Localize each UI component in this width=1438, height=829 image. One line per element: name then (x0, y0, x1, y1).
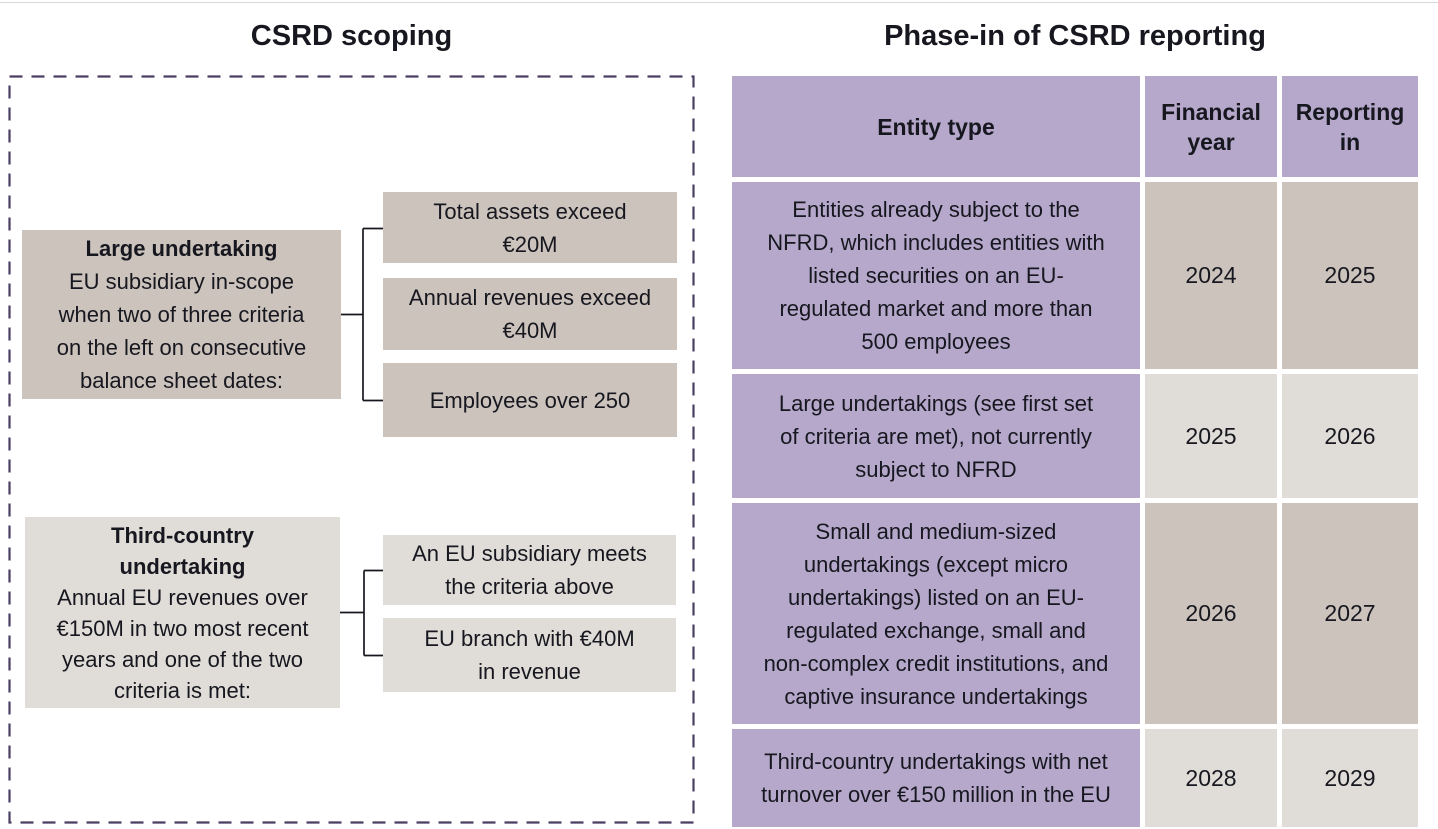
third-country-heading: Third-country undertaking (111, 522, 254, 579)
top-divider-line (0, 2, 1438, 3)
table-row-3-entity-type: Small and medium-sized undertakings (exc… (732, 503, 1140, 724)
criterion-total-assets-box: Total assets exceed €20M (383, 192, 677, 263)
column-header-entity-type: Entity type (732, 76, 1140, 177)
column-header-financial-year: Financial year (1145, 76, 1277, 177)
criterion-eu-subsidiary-box: An EU subsidiary meets the criteria abov… (383, 535, 676, 605)
third-country-body: Annual EU revenues over €150M in two mos… (56, 584, 309, 703)
table-row-2-reporting-in: 2026 (1282, 374, 1418, 498)
third-country-undertaking-box: Third-country undertaking Annual EU reve… (25, 517, 340, 708)
criterion-employees-box: Employees over 250 (383, 363, 677, 437)
table-row-1-financial-year: 2024 (1145, 182, 1277, 369)
csrd-scoping-title: CSRD scoping (250, 20, 453, 52)
large-undertaking-bracket (341, 227, 383, 402)
third-country-bracket (340, 569, 383, 657)
phase-in-title: Phase-in of CSRD reporting (884, 20, 1266, 52)
table-row-1-reporting-in: 2025 (1282, 182, 1418, 369)
scoping-dashed-border (8, 75, 695, 824)
criterion-annual-revenues-box: Annual revenues exceed €40M (383, 278, 677, 350)
table-row-2-entity-type: Large undertakings (see first set of cri… (732, 374, 1140, 498)
column-header-reporting-in: Reporting in (1282, 76, 1418, 177)
phase-in-table: Entity type Financial year Reporting in … (732, 76, 1418, 827)
table-row-2-financial-year: 2025 (1145, 374, 1277, 498)
table-row-4-entity-type: Third-country undertakings with net turn… (732, 729, 1140, 827)
table-row-4-reporting-in: 2029 (1282, 729, 1418, 827)
table-row-3-reporting-in: 2027 (1282, 503, 1418, 724)
table-row-4-financial-year: 2028 (1145, 729, 1277, 827)
large-undertaking-heading: Large undertaking (85, 236, 278, 261)
table-row-1-entity-type: Entities already subject to the NFRD, wh… (732, 182, 1140, 369)
table-row-3-financial-year: 2026 (1145, 503, 1277, 724)
large-undertaking-box: Large undertaking EU subsidiary in-scope… (22, 230, 341, 399)
criterion-eu-branch-box: EU branch with €40M in revenue (383, 618, 676, 692)
large-undertaking-body: EU subsidiary in-scope when two of three… (56, 269, 307, 393)
